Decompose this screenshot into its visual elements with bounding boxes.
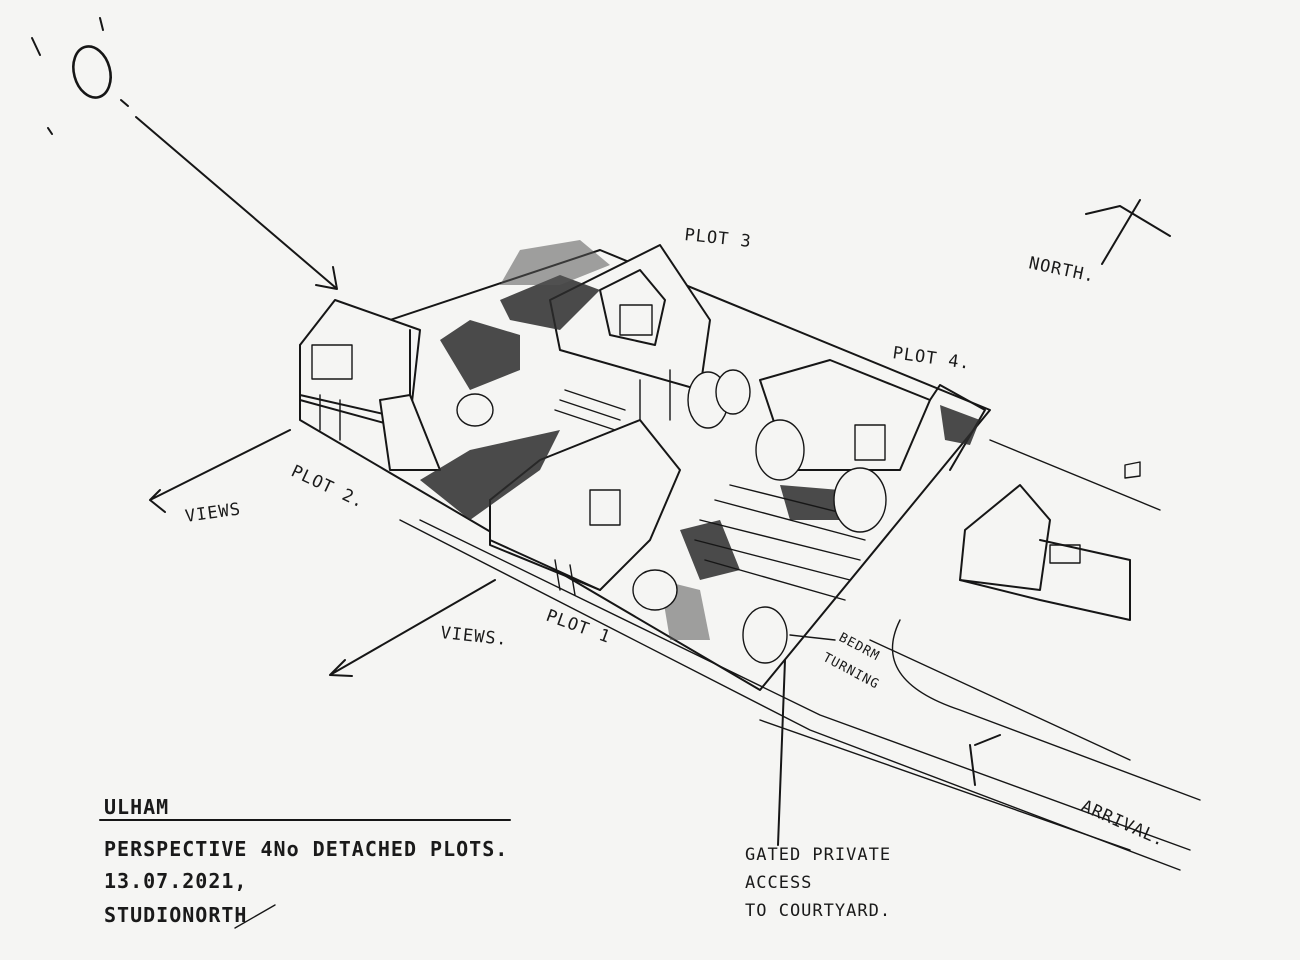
plot-3-label: PLOT 3 bbox=[683, 225, 752, 252]
plot-2-label: PLOT 2. bbox=[288, 461, 368, 512]
project-author: STUDIONORTH bbox=[104, 903, 247, 927]
project-date: 13.07.2021, bbox=[104, 869, 247, 893]
gated-access-leader bbox=[777, 659, 786, 846]
neighbouring-house bbox=[959, 461, 1141, 621]
gated-note-line-1: GATED PRIVATE bbox=[745, 845, 891, 865]
views-arrow-left bbox=[149, 429, 291, 513]
road-lines bbox=[399, 439, 1201, 871]
garden-shading bbox=[420, 240, 980, 640]
plot-4-label: PLOT 4. bbox=[891, 343, 972, 374]
bedroom-turning-leader bbox=[789, 634, 836, 641]
views-label-bottom: VIEWS. bbox=[439, 623, 508, 650]
views-label-left: VIEWS bbox=[184, 499, 242, 527]
arrival-label: ARRIVAL. bbox=[1078, 796, 1168, 851]
author-underline bbox=[234, 904, 276, 929]
trees bbox=[456, 369, 887, 664]
plot-3-house bbox=[549, 244, 711, 421]
sun-icon bbox=[31, 17, 129, 135]
project-title: ULHAM bbox=[104, 795, 169, 819]
plot-1-label: PLOT 1 bbox=[543, 606, 613, 648]
plot-2-house bbox=[299, 299, 441, 471]
north-arrow-icon bbox=[1085, 199, 1171, 265]
gated-note-line-3: TO COURTYARD. bbox=[745, 901, 891, 921]
views-arrow-bottom bbox=[329, 579, 496, 677]
north-label: NORTH. bbox=[1027, 253, 1097, 287]
courtyard-hatching bbox=[554, 389, 871, 601]
gated-note-line-2: ACCESS bbox=[745, 873, 812, 893]
project-subtitle: PERSPECTIVE 4No DETACHED PLOTS. bbox=[104, 837, 508, 861]
sun-direction-arrow bbox=[135, 116, 338, 290]
